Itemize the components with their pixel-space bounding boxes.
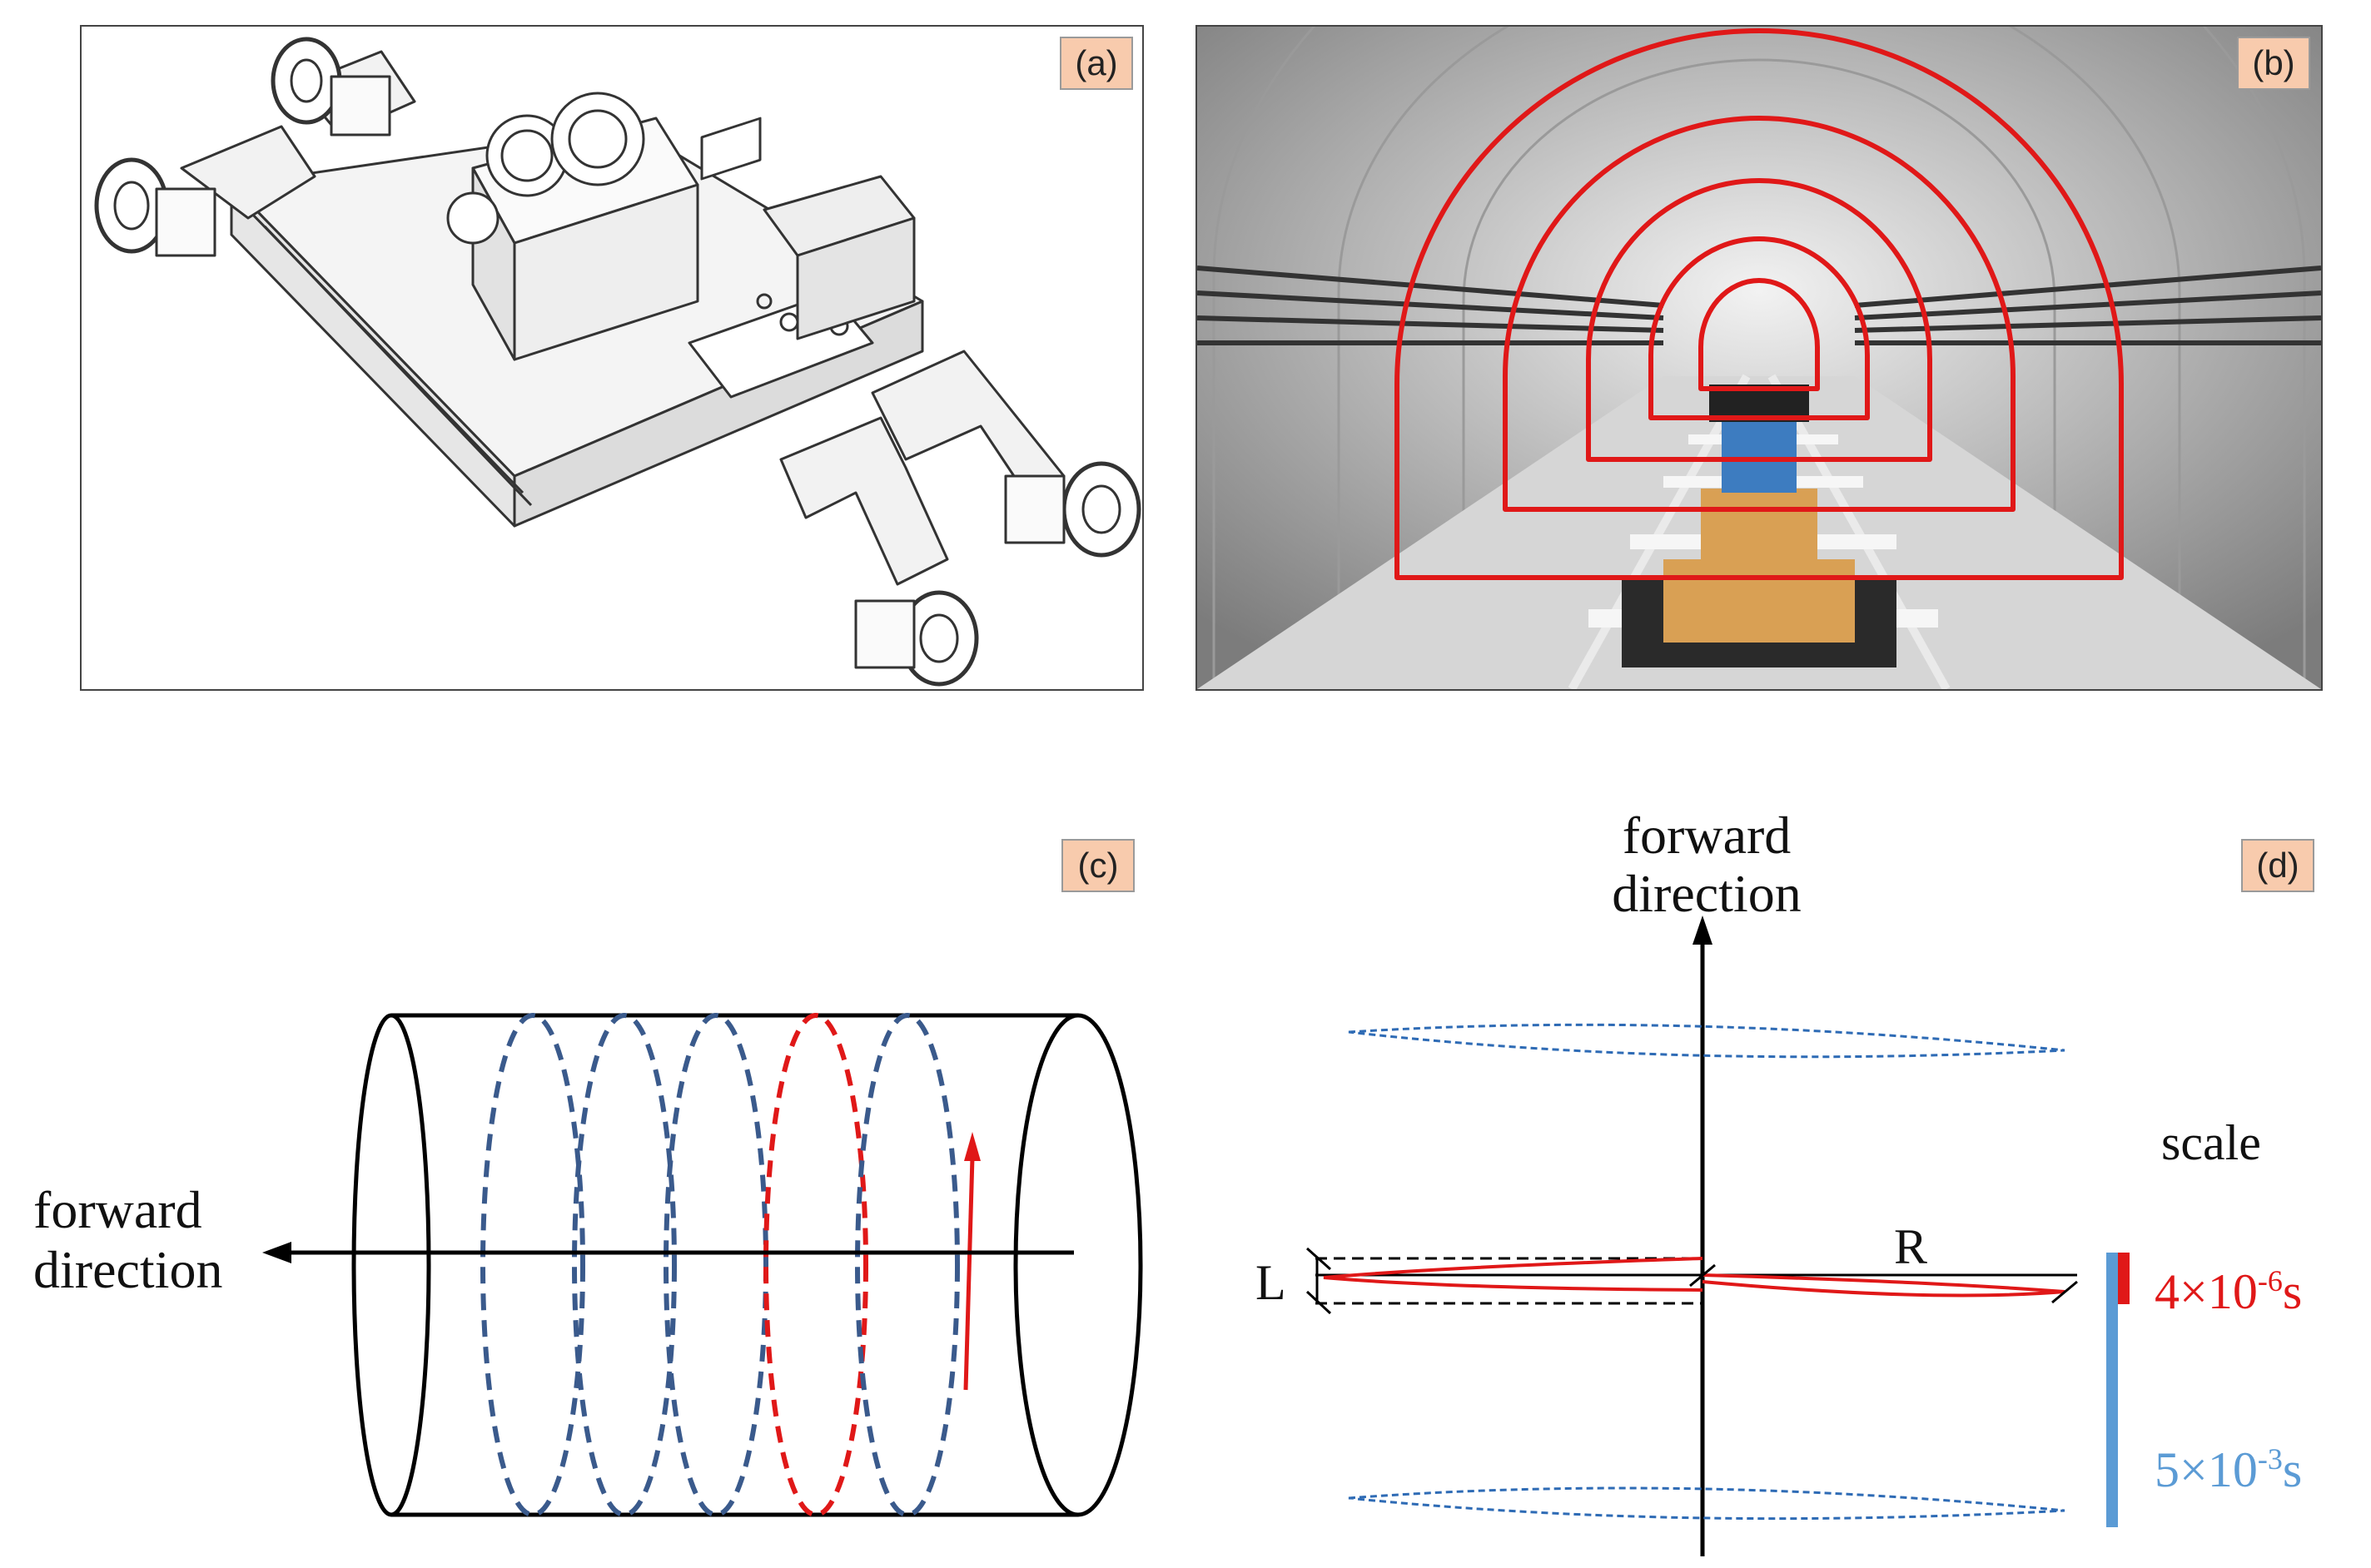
scale-red-exponent: -6 <box>2257 1264 2283 1298</box>
scale-red-value: 4×10-6s <box>2155 1253 2302 1319</box>
panel-d-direction-label-line1: forward <box>1622 806 1792 865</box>
panel-d-direction-label-line2: direction <box>1612 864 1802 923</box>
panel-c-direction-label-line2: direction <box>33 1240 223 1299</box>
length-label: L <box>1255 1255 1286 1310</box>
scale-blue-exponent: -3 <box>2257 1442 2283 1476</box>
panel-c-direction-label-line1: forward <box>33 1180 202 1239</box>
panel-d-scale-diagram: forward direction (d) L R scale 4×10-6s … <box>1182 782 2371 1568</box>
scale-blue-value: 5×10-3s <box>2155 1432 2302 1497</box>
cylinder-helix-diagram <box>262 1013 1143 1517</box>
scale-diagram <box>1305 915 2130 1556</box>
panel-a-tag: (a) <box>1060 37 1133 90</box>
panel-b-tunnel-photo: (b) <box>1195 25 2323 691</box>
radius-label: R <box>1894 1219 1928 1274</box>
scale-label: scale <box>2161 1115 2261 1170</box>
panel-a-trolley-drawing: (a) <box>80 25 1144 691</box>
scale-blue-base: 5×10 <box>2155 1442 2258 1497</box>
scale-blue-unit: s <box>2282 1442 2303 1497</box>
tunnel-illustration <box>1197 27 2321 689</box>
panel-c-cylinder-scan-diagram: forward direction (c) <box>0 807 1182 1568</box>
scale-red-unit: s <box>2282 1264 2303 1319</box>
panel-d-tag: (d) <box>2241 839 2314 892</box>
trolley-line-drawing <box>94 37 1141 687</box>
panel-b-tag: (b) <box>2237 37 2310 90</box>
panel-c-tag: (c) <box>1061 839 1135 892</box>
scale-red-base: 4×10 <box>2155 1264 2258 1319</box>
